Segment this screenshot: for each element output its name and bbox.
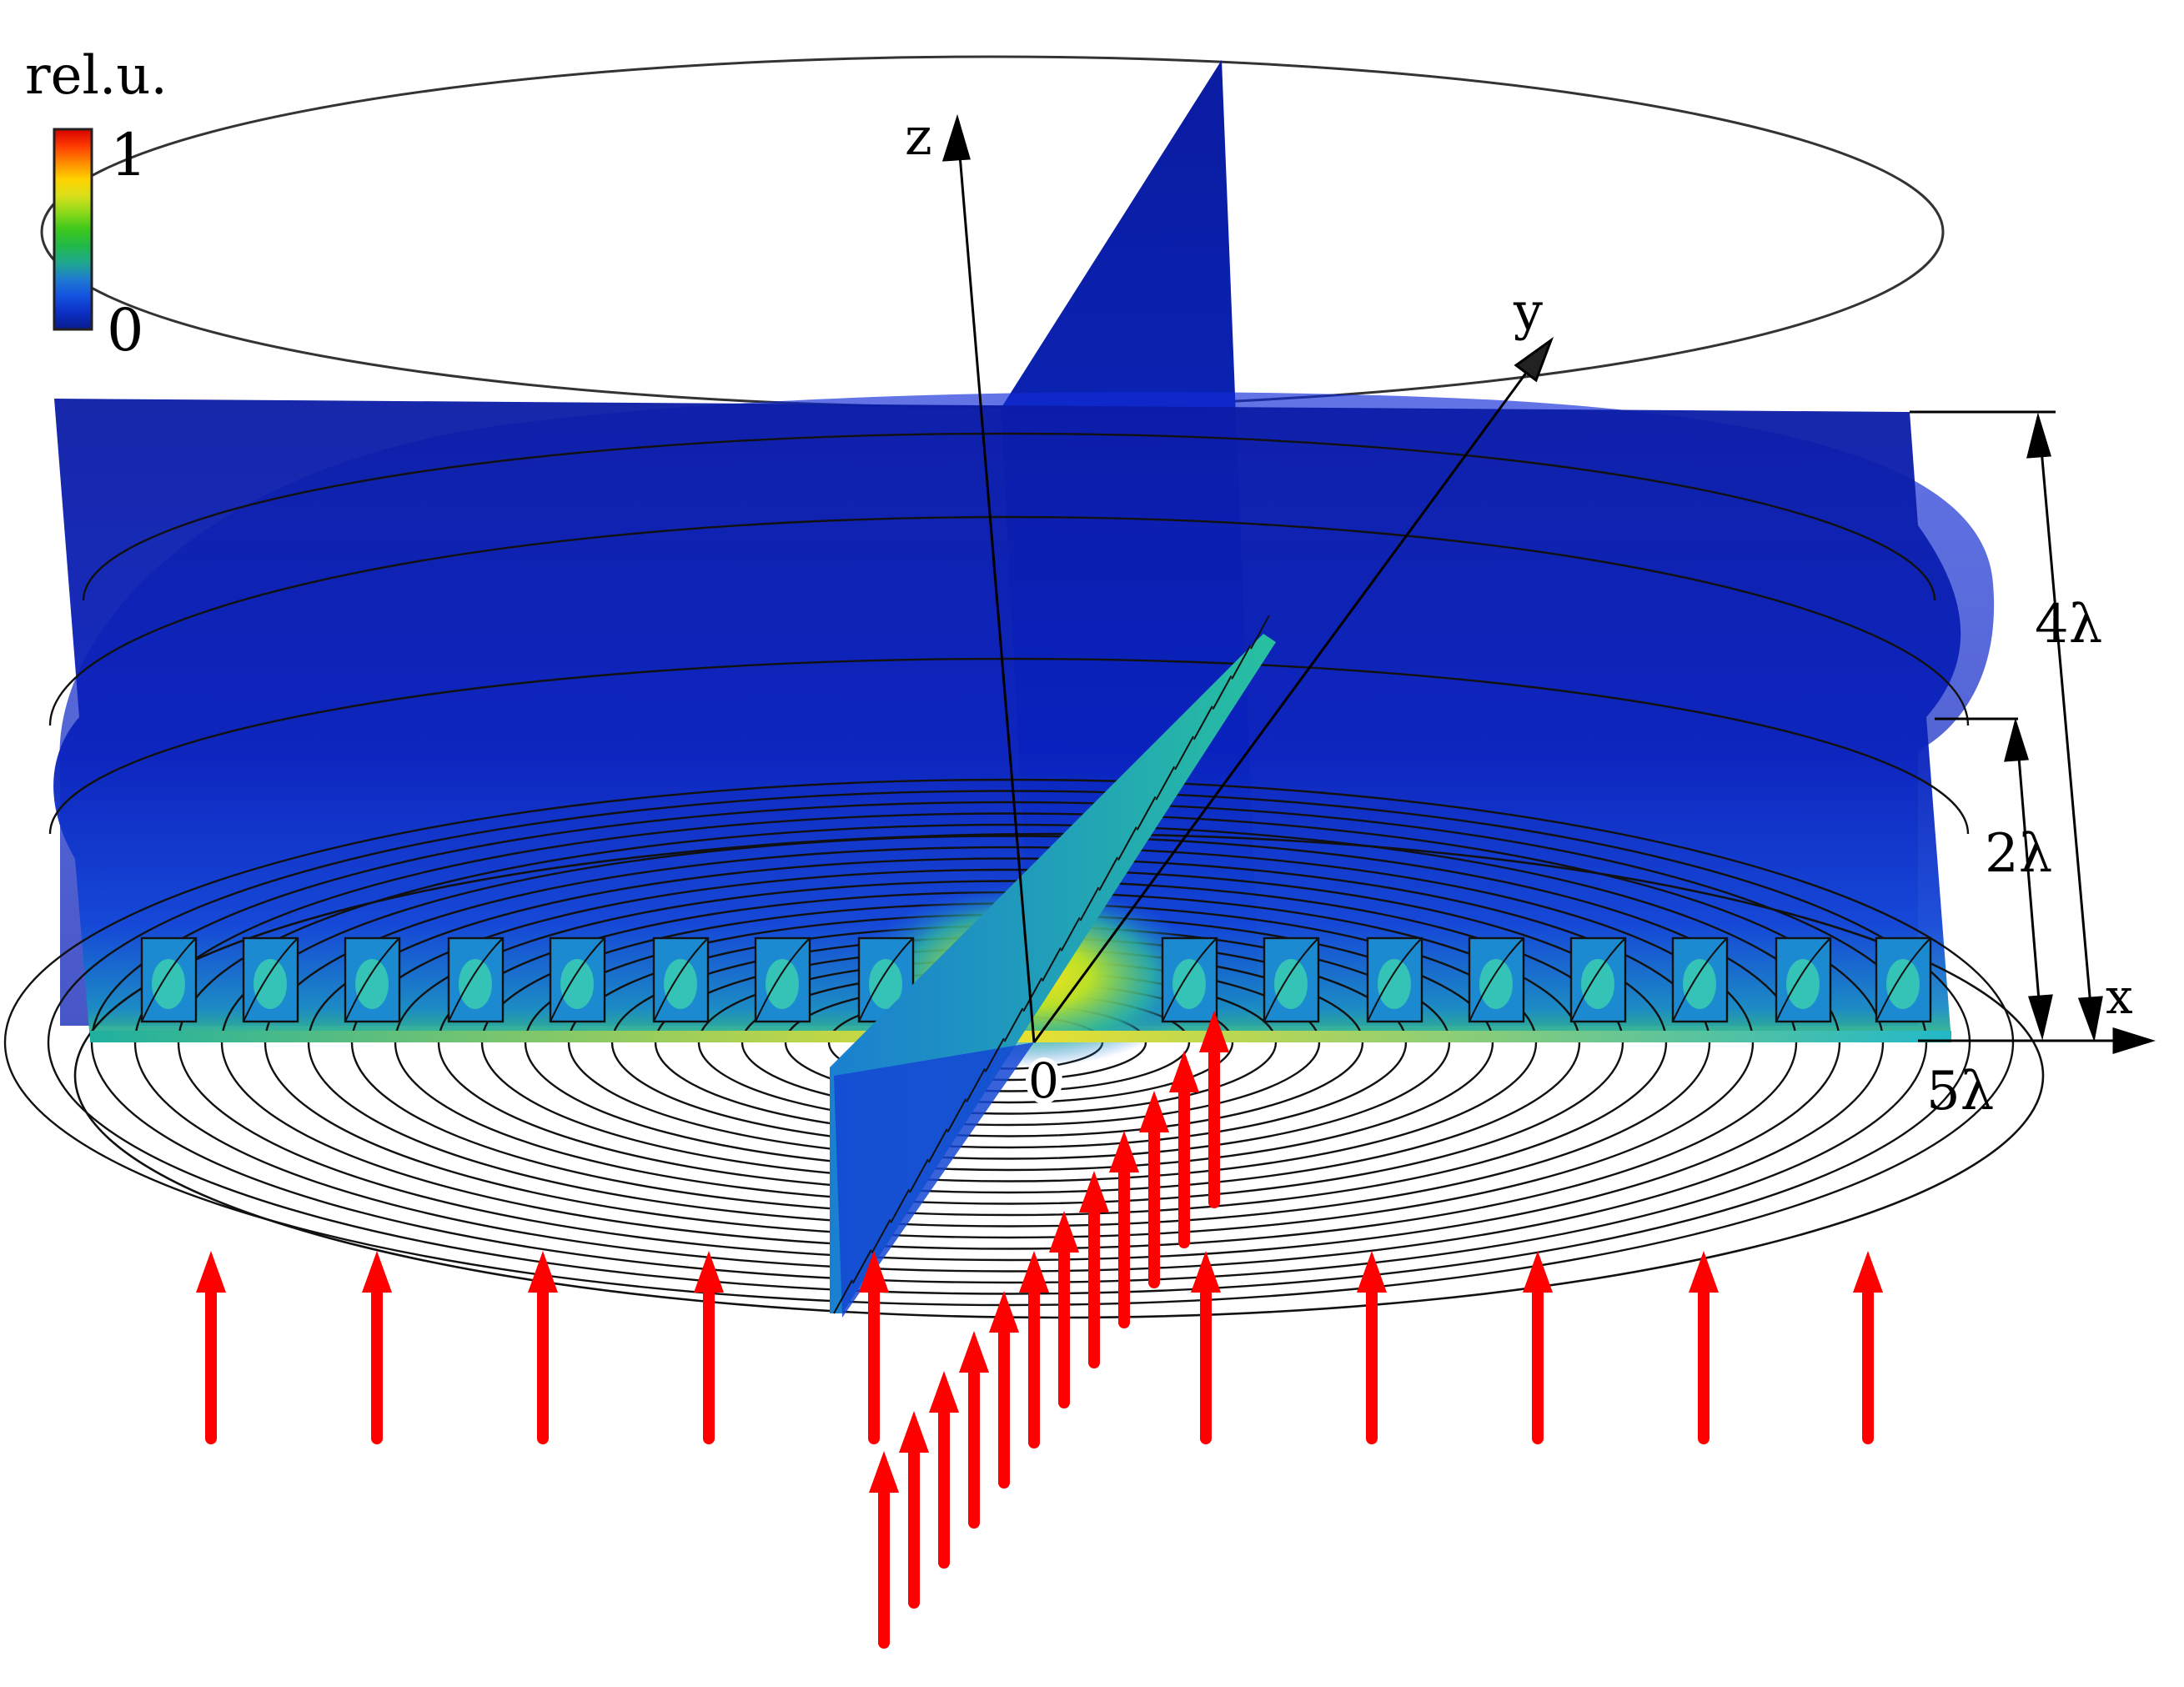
dimension-lines <box>1910 410 2103 1042</box>
incident-arrow <box>694 1251 724 1444</box>
incident-arrow <box>1169 1051 1199 1248</box>
incident-arrow <box>989 1291 1019 1489</box>
incident-arrow <box>1079 1171 1109 1368</box>
zone-block <box>1569 936 1627 1023</box>
y-cut-zone <box>890 1188 911 1223</box>
zone-block <box>1263 936 1320 1023</box>
zone-block <box>1775 936 1832 1023</box>
y-cut-zone <box>1060 916 1081 951</box>
incident-arrow <box>859 1251 889 1444</box>
y-cut-zone <box>1098 856 1119 891</box>
y-cut-zone <box>1042 947 1062 982</box>
y-cut-zone <box>833 1279 853 1314</box>
incident-arrow <box>869 1451 899 1649</box>
zone-block <box>1161 936 1218 1023</box>
domain-outline <box>40 55 1945 409</box>
y-cut-zone <box>1155 766 1176 801</box>
zone-block <box>242 936 299 1023</box>
y-cut-zone <box>1079 886 1100 921</box>
incident-arrow <box>1689 1251 1719 1444</box>
colorbar-min-label: 0 <box>107 296 144 364</box>
y-cut-zone <box>1117 826 1137 861</box>
incident-arrow <box>1019 1251 1049 1449</box>
incident-arrow <box>899 1411 929 1609</box>
incident-arrow <box>1139 1091 1169 1288</box>
incident-arrow <box>1199 1011 1229 1208</box>
incident-arrow <box>362 1251 392 1444</box>
zone-block <box>754 936 811 1023</box>
y-cut-zone <box>1136 796 1157 831</box>
zone-cross-sections <box>140 936 1932 1023</box>
zone-block <box>549 936 606 1023</box>
incident-arrow <box>959 1331 989 1529</box>
zone-block <box>1875 936 1932 1023</box>
y-cut-zone <box>927 1128 948 1163</box>
incident-arrow <box>1357 1251 1387 1444</box>
y-cut-zone <box>1231 645 1252 680</box>
y-axis-label: y <box>1513 281 1543 342</box>
height-ring <box>82 432 1936 601</box>
z-axis-label: z <box>905 106 932 167</box>
incident-arrow <box>1853 1251 1883 1444</box>
y-cut-zone <box>984 1037 1005 1072</box>
y-cut-zone <box>851 1249 872 1284</box>
incident-arrow <box>196 1251 226 1444</box>
y-axis-cut <box>830 615 1276 1318</box>
height-outer-label: 4λ <box>2035 594 2102 655</box>
height-inner-label: 2λ <box>1985 823 2052 885</box>
colorbar-unit-label: rel.u. <box>25 45 168 107</box>
zone-block <box>1671 936 1729 1023</box>
incident-arrow <box>1191 1251 1221 1444</box>
colorbar: rel.u. 1 0 <box>25 45 168 364</box>
origin-label: 0 <box>1028 1052 1059 1109</box>
height-ring <box>48 515 1970 726</box>
y-cut-zone <box>1003 1007 1024 1042</box>
zone-block <box>652 936 710 1023</box>
y-cut-zone <box>946 1098 967 1133</box>
zone-block <box>344 936 401 1023</box>
colorbar-max-label: 1 <box>110 121 148 189</box>
y-cut-zone <box>871 1219 891 1254</box>
y-cut-zone <box>1174 736 1194 771</box>
origin-marker: 0 <box>1026 1052 1062 1109</box>
y-cut-zone <box>909 1158 929 1193</box>
colorbar-gradient <box>53 128 93 331</box>
height-ring <box>48 657 1970 835</box>
incident-arrow <box>528 1251 558 1444</box>
y-cut-zone <box>1192 705 1213 741</box>
y-cut-zone <box>1212 675 1233 710</box>
zone-block <box>447 936 505 1023</box>
y-cut-zone <box>966 1067 986 1102</box>
zone-block <box>140 936 198 1023</box>
incident-arrow <box>1109 1131 1139 1328</box>
y-cut-zone <box>1022 977 1043 1012</box>
radius-label: 5λ <box>1926 1061 1994 1122</box>
y-cut-zone <box>1250 615 1270 650</box>
x-axis-label: x <box>2106 968 2133 1025</box>
zone-ring <box>47 790 1971 1295</box>
incident-arrow <box>1049 1211 1079 1408</box>
axes <box>941 113 2156 1055</box>
incident-wave-arrows <box>196 1011 1883 1649</box>
incident-arrow <box>929 1371 959 1569</box>
zone-block <box>1366 936 1423 1023</box>
incident-arrow <box>1523 1251 1553 1444</box>
zone-block <box>1468 936 1525 1023</box>
